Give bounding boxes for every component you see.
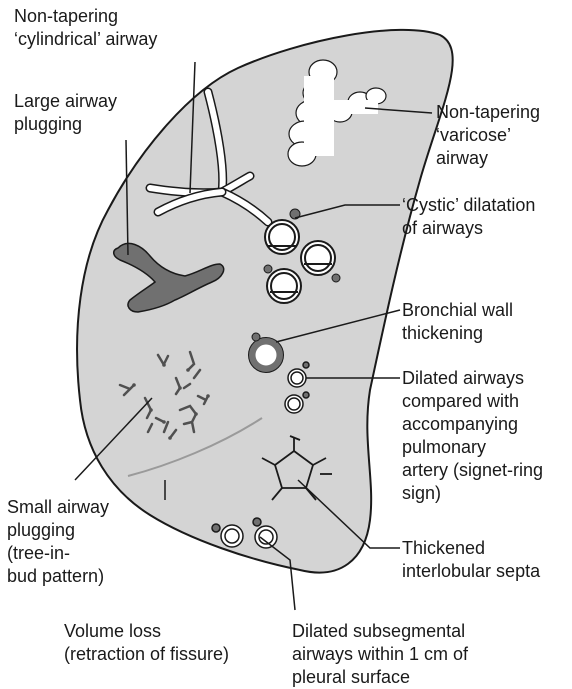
label-cylindrical-airway: Non-tapering ‘cylindrical’ airway: [14, 5, 157, 51]
label-large-airway-plugging: Large airway plugging: [14, 90, 117, 136]
label-small-airway-plugging: Small airway plugging (tree-in- bud patt…: [7, 496, 109, 588]
label-subsegmental-airways: Dilated subsegmental airways within 1 cm…: [292, 620, 468, 689]
label-thickened-septa: Thickened interlobular septa: [402, 537, 540, 583]
label-cystic-dilatation: ‘Cystic’ dilatation of airways: [402, 194, 535, 240]
label-signet-ring: Dilated airways compared with accompanyi…: [402, 367, 543, 505]
label-volume-loss: Volume loss (retraction of fissure): [64, 620, 229, 666]
label-varicose-airway: Non-tapering ‘varicose’ airway: [436, 101, 540, 170]
label-bronchial-wall-thickening: Bronchial wall thickening: [402, 299, 513, 345]
